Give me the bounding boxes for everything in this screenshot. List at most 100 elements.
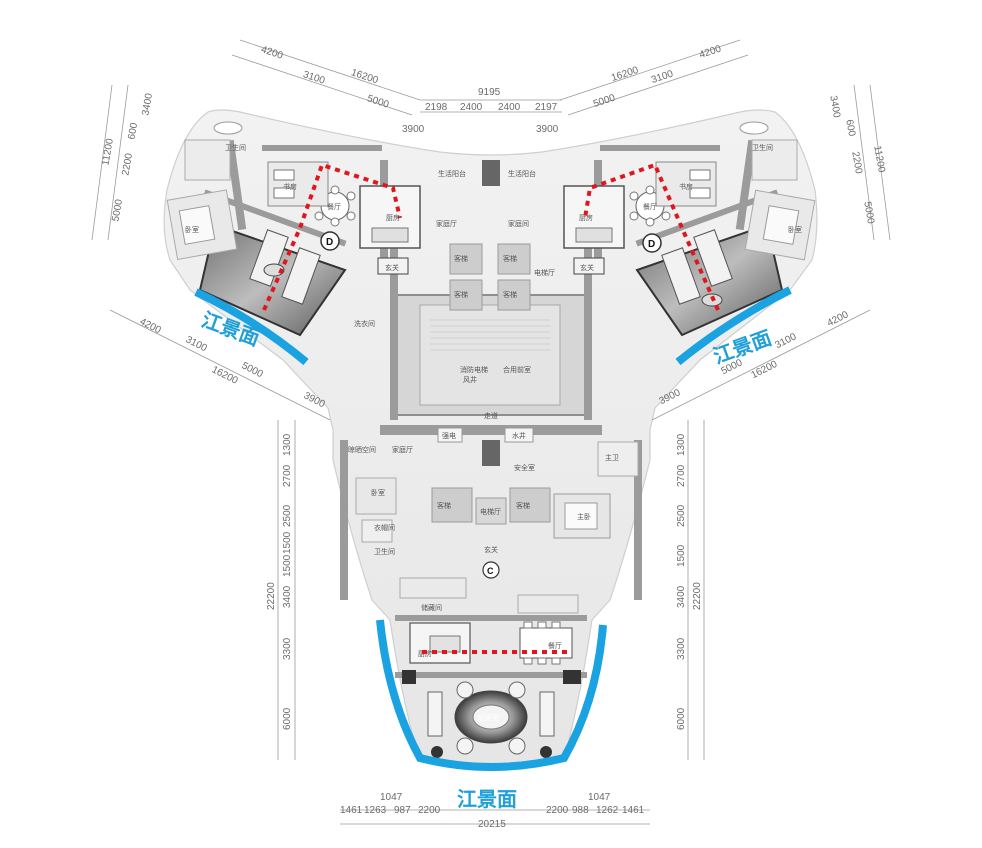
dim-label: 2500 [676, 504, 687, 527]
core-labels: 客梯 客梯 客梯 客梯 电梯厅 消防电梯 合用前室 风井 走道 强电 水井 客梯… [437, 254, 555, 516]
dim-label: 5000 [240, 360, 265, 380]
label-family: 家庭厅 [392, 445, 413, 454]
label-elevator: 客梯 [516, 501, 530, 510]
label-entry: 玄关 [385, 263, 399, 272]
label-family: 家庭厅 [436, 219, 457, 228]
label-lobby: 走道 [484, 411, 498, 420]
dim-label: 600 [126, 122, 140, 141]
dim-label: 3300 [676, 637, 687, 660]
label-master-bath: 主卫 [605, 453, 619, 462]
dim-label: 5000 [861, 201, 876, 225]
dim-label: 2200 [849, 151, 864, 175]
right-unit [563, 121, 816, 337]
label-study: 书房 [283, 182, 297, 191]
label-bath: 卫生间 [374, 547, 395, 556]
dims-top-right: 16200 4200 3100 5000 3900 [536, 43, 723, 135]
dim-label: 2200 [546, 805, 569, 816]
label-storage: 储藏间 [421, 603, 442, 612]
dim-label: 2500 [282, 504, 293, 527]
dim-label: 4200 [138, 316, 163, 336]
south-unit [340, 440, 642, 758]
label-family: 家庭间 [508, 219, 529, 228]
dim-label: 2700 [282, 464, 293, 487]
dim-label: 2400 [460, 102, 483, 113]
dim-label: 988 [572, 805, 589, 816]
label-elevator: 客梯 [454, 290, 468, 299]
unit-marker-left: D [326, 237, 333, 248]
dim-label: 3400 [676, 585, 687, 608]
label-balcony: 生活阳台 [508, 169, 536, 178]
dim-label: 1262 [596, 805, 619, 816]
left-sightline-path [262, 162, 402, 311]
dim-label: 5000 [366, 93, 391, 110]
dim-label: 2200 [120, 152, 135, 176]
river-view-facades [194, 286, 792, 771]
label-drying: 晾晒空间 [348, 445, 376, 454]
label-elevator-hall: 电梯厅 [480, 507, 501, 516]
dim-label: 3300 [282, 637, 293, 660]
dim-label: 16200 [610, 65, 640, 84]
left-unit-labels: 餐厅 厨房 玄关 书房 卫生间 卧室 生活阳台 家庭厅 洗衣间 D [185, 143, 466, 328]
label-dining: 餐厅 [327, 202, 341, 211]
dims-right-top-side: 3400 600 11200 2200 5000 [827, 95, 887, 225]
dim-label: 1300 [282, 433, 293, 456]
building-footprint [163, 109, 818, 765]
label-strong-current: 强电 [442, 431, 456, 440]
label-wind-shaft: 风井 [463, 375, 477, 384]
dim-label: 3400 [827, 95, 842, 119]
label-elevator: 客梯 [437, 501, 451, 510]
core-marker: C [487, 566, 494, 576]
circulation-paths [262, 162, 720, 654]
label-elevator: 客梯 [503, 290, 517, 299]
dim-label: 11200 [871, 145, 887, 174]
dim-label: 6000 [282, 707, 293, 730]
label-cloakroom: 衣帽间 [374, 523, 395, 532]
dims-left-vertical: 1300 2700 2500 1500 1500 3400 22200 3300… [266, 433, 293, 730]
dim-label: 5000 [592, 92, 617, 109]
left-river-facade [194, 288, 309, 366]
label-laundry: 洗衣间 [354, 319, 375, 328]
dim-label: 1263 [364, 805, 387, 816]
dim-label: 2200 [418, 805, 441, 816]
dims-top-center: 9195 2198 2400 2400 2197 [425, 87, 558, 113]
dim-label: 22200 [266, 582, 277, 610]
dim-label: 1500 [282, 554, 293, 577]
label-kitchen: 厨房 [579, 213, 593, 222]
south-unit-labels: 起居室 餐厅 厨房 玄关 主卧 主卫 卧室 卫生间 衣帽间 家庭厅 储藏间 安全… [348, 445, 619, 722]
dim-label: 22200 [692, 582, 703, 610]
dim-label: 11200 [100, 137, 116, 166]
left-unit [166, 121, 421, 337]
south-river-facade [376, 619, 607, 771]
label-bath: 卫生间 [752, 143, 773, 152]
right-river-facade [675, 286, 792, 366]
label-refuge: 合用前室 [503, 365, 531, 374]
dim-label: 2198 [425, 102, 448, 113]
dimension-lines [91, 39, 891, 825]
dim-label: 16200 [749, 359, 779, 382]
unit-marker-right: D [648, 239, 655, 250]
label-study: 书房 [679, 182, 693, 191]
label-master: 主卧 [577, 512, 591, 521]
dims-right-vertical: 1300 2700 2500 1500 3400 22200 3300 6000 [676, 433, 703, 730]
dim-label: 1047 [380, 792, 403, 803]
dim-label: 2197 [535, 102, 558, 113]
label-safe-room: 安全室 [514, 463, 535, 472]
dim-label: 2400 [498, 102, 521, 113]
label-elevator: 客梯 [454, 254, 468, 263]
dim-label: 4200 [260, 44, 285, 61]
right-unit-labels: 餐厅 厨房 玄关 书房 卫生间 卧室 生活阳台 家庭间 D [508, 143, 802, 272]
label-fire-elevator: 消防电梯 [460, 365, 488, 374]
dim-label: 5000 [110, 198, 125, 222]
dim-label: 987 [394, 805, 411, 816]
dims-left-top-side: 3400 600 11200 2200 5000 [100, 92, 155, 222]
label-balcony: 生活阳台 [438, 169, 466, 178]
label-dining: 餐厅 [548, 641, 562, 650]
dim-label: 3900 [536, 124, 559, 135]
label-water: 水井 [512, 431, 526, 440]
label-bath: 卫生间 [225, 143, 246, 152]
central-core [380, 160, 602, 525]
dim-label: 600 [843, 119, 857, 138]
dim-label: 3400 [140, 92, 155, 116]
dim-label: 3100 [184, 334, 209, 354]
